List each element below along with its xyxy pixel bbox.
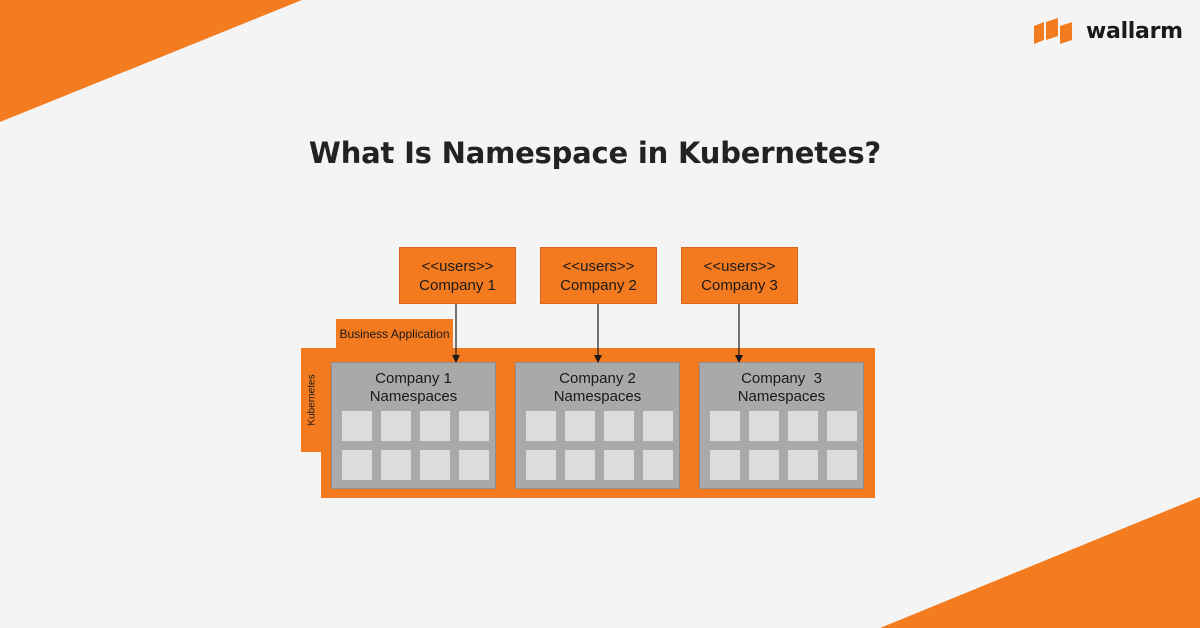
namespace-panel-company-1: Company 1 Namespaces bbox=[331, 362, 496, 489]
namespace-cell bbox=[604, 450, 634, 480]
namespace-cell bbox=[827, 411, 857, 441]
wallarm-logo[interactable]: wallarm bbox=[1034, 16, 1183, 46]
namespace-cell bbox=[526, 450, 556, 480]
business-application-tab: Business Application bbox=[336, 319, 453, 348]
namespace-cell bbox=[710, 450, 740, 480]
namespace-cell bbox=[604, 411, 634, 441]
namespace-cell bbox=[827, 450, 857, 480]
namespace-title: Company 1 Namespaces bbox=[332, 370, 495, 406]
users-name: Company 1 bbox=[419, 276, 496, 294]
namespace-cell bbox=[788, 411, 818, 441]
logo-text: wallarm bbox=[1086, 18, 1183, 44]
namespace-company: Company 3 bbox=[741, 370, 822, 387]
namespace-cell bbox=[526, 411, 556, 441]
users-stereotype: <<users>> bbox=[421, 257, 494, 275]
namespace-cell bbox=[420, 450, 450, 480]
namespace-company: Company 2 bbox=[559, 370, 636, 387]
wallarm-logo-icon bbox=[1034, 18, 1072, 44]
namespace-cell bbox=[643, 450, 673, 480]
namespace-title: Company 3 Namespaces bbox=[700, 370, 863, 406]
users-stereotype: <<users>> bbox=[703, 257, 776, 275]
namespace-cell bbox=[459, 450, 489, 480]
users-stereotype: <<users>> bbox=[562, 257, 635, 275]
users-box-company-2: <<users>> Company 2 bbox=[540, 247, 657, 304]
namespace-panel-company-2: Company 2 Namespaces bbox=[515, 362, 680, 489]
users-name: Company 3 bbox=[701, 276, 778, 294]
kubernetes-label: Kubernetes bbox=[306, 374, 318, 426]
namespace-cell bbox=[565, 411, 595, 441]
bottom-right-orange-triangle bbox=[880, 497, 1200, 628]
namespace-cell bbox=[381, 411, 411, 441]
namespace-cell bbox=[420, 411, 450, 441]
users-box-company-3: <<users>> Company 3 bbox=[681, 247, 798, 304]
namespace-panel-company-3: Company 3 Namespaces bbox=[699, 362, 864, 489]
namespace-cell bbox=[749, 411, 779, 441]
page-title: What Is Namespace in Kubernetes? bbox=[308, 136, 882, 170]
top-left-orange-triangle bbox=[0, 0, 302, 122]
namespace-cell bbox=[342, 411, 372, 441]
namespace-cell bbox=[749, 450, 779, 480]
namespace-cell bbox=[710, 411, 740, 441]
users-name: Company 2 bbox=[560, 276, 637, 294]
namespace-cell bbox=[643, 411, 673, 441]
namespace-title: Company 2 Namespaces bbox=[516, 370, 679, 406]
namespace-cell bbox=[381, 450, 411, 480]
namespace-label: Namespaces bbox=[369, 388, 458, 405]
namespace-label: Namespaces bbox=[553, 388, 642, 405]
users-box-company-1: <<users>> Company 1 bbox=[399, 247, 516, 304]
kubernetes-tab bbox=[301, 348, 323, 452]
namespace-cell bbox=[788, 450, 818, 480]
namespace-cell bbox=[459, 411, 489, 441]
business-application-label: Business Application bbox=[339, 326, 450, 341]
namespace-label: Namespaces bbox=[737, 388, 826, 405]
namespace-cell bbox=[342, 450, 372, 480]
namespace-cell bbox=[565, 450, 595, 480]
namespace-company: Company 1 bbox=[375, 370, 452, 387]
